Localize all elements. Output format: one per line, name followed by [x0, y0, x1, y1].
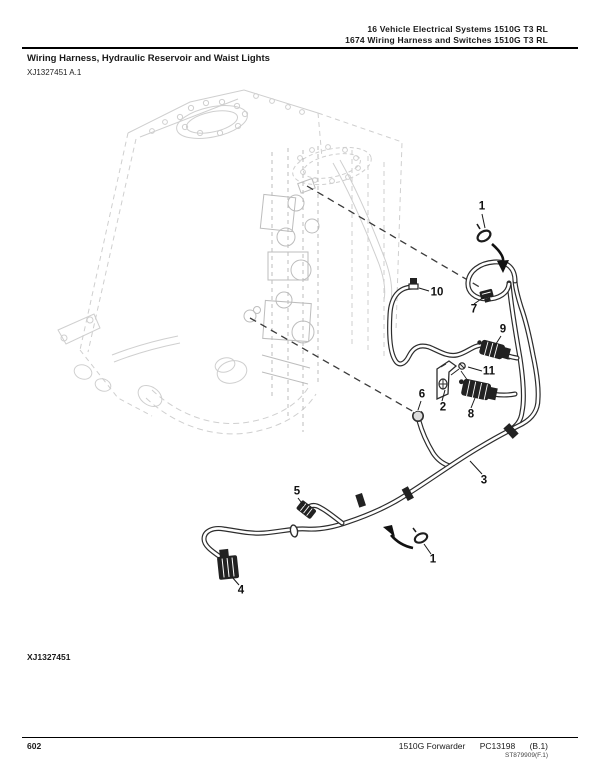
page-header: 16 Vehicle Electrical Systems 1510G T3 R…: [345, 24, 548, 46]
header-line-2: 1674 Wiring Harness and Switches 1510G T…: [345, 35, 548, 45]
install-arrow-top: [491, 243, 509, 273]
header-rule: [22, 47, 578, 49]
footer-revision: (B.1): [529, 741, 548, 751]
mount-leader-top: [306, 185, 484, 290]
cable-band-icons: [355, 423, 519, 508]
connector-5-icon: [296, 500, 316, 519]
mount-leader-bottom: [249, 317, 415, 413]
callout-leaders: [231, 213, 502, 586]
figure-ref-bottom: XJ1327451: [27, 652, 71, 662]
footer-subref: ST879909(F.1): [505, 752, 548, 759]
clamp-icon-bottom: [412, 527, 429, 544]
clip-icon: [479, 288, 494, 303]
footer-model: 1510G Forwarder: [398, 741, 466, 751]
header-line-1: 16 Vehicle Electrical Systems 1510G T3 R…: [367, 24, 548, 34]
section-title: Wiring Harness, Hydraulic Reservoir and …: [27, 53, 270, 64]
page-number: 602: [27, 741, 42, 751]
wiring-harness-drawing: [201, 259, 541, 564]
bracket-icon: [436, 360, 458, 401]
valve-assembly-ghost: [243, 146, 320, 432]
connector-4-icon: [217, 548, 240, 580]
hydraulic-reservoir-ghost: [57, 89, 403, 435]
screw-icon: [450, 362, 469, 382]
connector-8-icon: [458, 378, 498, 401]
footer-right: 1510G Forwarder PC13198 (B.1) ST879909(F…: [399, 741, 548, 759]
grommet-icon: [411, 409, 424, 422]
footer-publication-line: 1510G Forwarder PC13198 (B.1): [399, 741, 548, 751]
install-arrow-bottom: [383, 525, 414, 550]
figure-ref-top: XJ1327451 A.1: [27, 68, 82, 77]
fitting-icon: [408, 278, 419, 290]
footer-doc-number: PC13198: [479, 741, 516, 751]
clamp-icon-top: [476, 223, 492, 243]
harness-ring-icon: [289, 524, 299, 538]
connector-9-icon: [477, 339, 511, 360]
footer-rule: [22, 737, 578, 738]
